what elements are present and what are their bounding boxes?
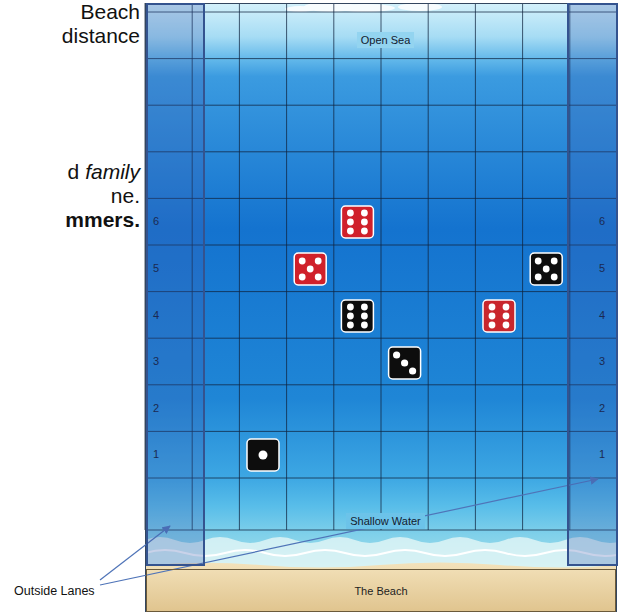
sea <box>145 3 617 568</box>
body-text-holder: distance <box>62 24 140 48</box>
die-black-six <box>341 300 373 332</box>
die-red-six-part-part <box>361 210 368 217</box>
lane-caption: Outside Lanes <box>14 584 95 598</box>
die-black-five-part-part <box>551 274 558 281</box>
body-text: ne. <box>111 184 140 207</box>
die-red-six-part <box>483 300 515 332</box>
die-black-one-part <box>247 439 279 471</box>
die-red-six-part <box>341 206 373 238</box>
foam-line <box>145 550 617 556</box>
die-red-six-part-part <box>347 219 354 226</box>
die-red-six-part-part <box>489 304 496 311</box>
die-black-five-part <box>535 258 558 281</box>
body-text-holder: family <box>85 160 140 184</box>
die-black-five-part-part <box>551 258 558 265</box>
die-red-five-part <box>299 258 322 281</box>
lane-number: 5 <box>569 245 605 292</box>
lane-caption-holder: Outside Lanes <box>14 581 95 599</box>
body-text-holder: Beach <box>80 0 140 24</box>
die-red-five <box>294 253 326 285</box>
band-label: The Beach <box>354 585 407 597</box>
die-black-five-part-part <box>535 274 542 281</box>
die-red-six-part-part <box>361 228 368 235</box>
die-red-six-part-part <box>361 219 368 226</box>
lane-number: 1 <box>153 431 203 478</box>
die-red-five-part-part <box>315 258 322 265</box>
body-text-holder: d <box>67 160 79 184</box>
die-black-six-part-part <box>347 322 354 329</box>
outside-lane: 654321 <box>146 3 205 566</box>
die-red-six <box>341 206 373 238</box>
die-black-three <box>389 347 421 379</box>
die-black-six-part-part <box>347 313 354 320</box>
lane-number: 3 <box>153 338 203 385</box>
die-black-three-part <box>389 347 421 379</box>
die-red-five-part-part <box>299 258 306 265</box>
die-black-six-part <box>341 300 373 332</box>
lane-number: 1 <box>569 431 605 478</box>
die-red-six-part-part <box>503 304 510 311</box>
die-red-five-part <box>294 253 326 285</box>
die-black-six-part-part <box>347 304 354 311</box>
die-black-three-part <box>393 351 416 374</box>
die-black-six-part <box>347 304 368 329</box>
body-text: family <box>85 160 140 183</box>
die-black-three-part-part <box>393 351 400 358</box>
die-red-six-part <box>347 210 368 235</box>
clouds-part <box>398 3 442 11</box>
die-black-five-part <box>530 253 562 285</box>
shallow-water-band: Shallow Water <box>205 511 566 531</box>
body-text: Beach <box>80 0 140 23</box>
grid-lines <box>145 3 617 530</box>
die-black-five <box>530 253 562 285</box>
clouds-part <box>335 4 395 12</box>
die-black-three-part-part <box>401 359 408 366</box>
body-text: distance <box>62 24 140 47</box>
sand <box>145 563 617 613</box>
die-black-five-part-part <box>543 266 550 273</box>
body-text: d <box>67 160 79 183</box>
die-red-six-part-part <box>489 313 496 320</box>
die-red-six-part-part <box>503 313 510 320</box>
die-red-five-part-part <box>307 266 314 273</box>
lane-number: 4 <box>153 292 203 339</box>
die-red-five-part-part <box>315 274 322 281</box>
die-black-three-part-part <box>409 367 416 374</box>
lane-number: 2 <box>569 385 605 432</box>
lane-number: 3 <box>569 338 605 385</box>
body-text: mmers. <box>65 208 140 231</box>
board-illustration-part <box>145 537 617 612</box>
board-outline <box>146 4 617 612</box>
lane-number: 2 <box>153 385 203 432</box>
lane-number: 6 <box>569 198 605 245</box>
die-black-six-part-part <box>361 313 368 320</box>
die-black-one-part <box>259 451 268 460</box>
lane-number: 6 <box>153 198 203 245</box>
die-black-one <box>247 439 279 471</box>
open-sea-band: Open Sea <box>205 29 566 51</box>
die-red-six-part-part <box>347 210 354 217</box>
die-red-six <box>483 300 515 332</box>
beach-band: The Beach <box>146 569 616 612</box>
die-red-five-part-part <box>299 274 306 281</box>
body-text-holder: ne. <box>111 184 140 208</box>
die-red-six-part-part <box>347 228 354 235</box>
outside-lane: 654321 <box>567 3 618 566</box>
die-black-five-part-part <box>535 258 542 265</box>
die-red-six-part-part <box>489 322 496 329</box>
lane-number: 4 <box>569 292 605 339</box>
clouds-part <box>285 6 315 12</box>
band-label: Shallow Water <box>346 513 425 529</box>
band-label: Open Sea <box>357 32 415 48</box>
lane-number: 5 <box>153 245 203 292</box>
die-red-six-part <box>489 304 510 329</box>
body-text-holder: mmers. <box>65 208 140 232</box>
die-black-six-part-part <box>361 304 368 311</box>
die-red-six-part-part <box>503 322 510 329</box>
die-black-six-part-part <box>361 322 368 329</box>
